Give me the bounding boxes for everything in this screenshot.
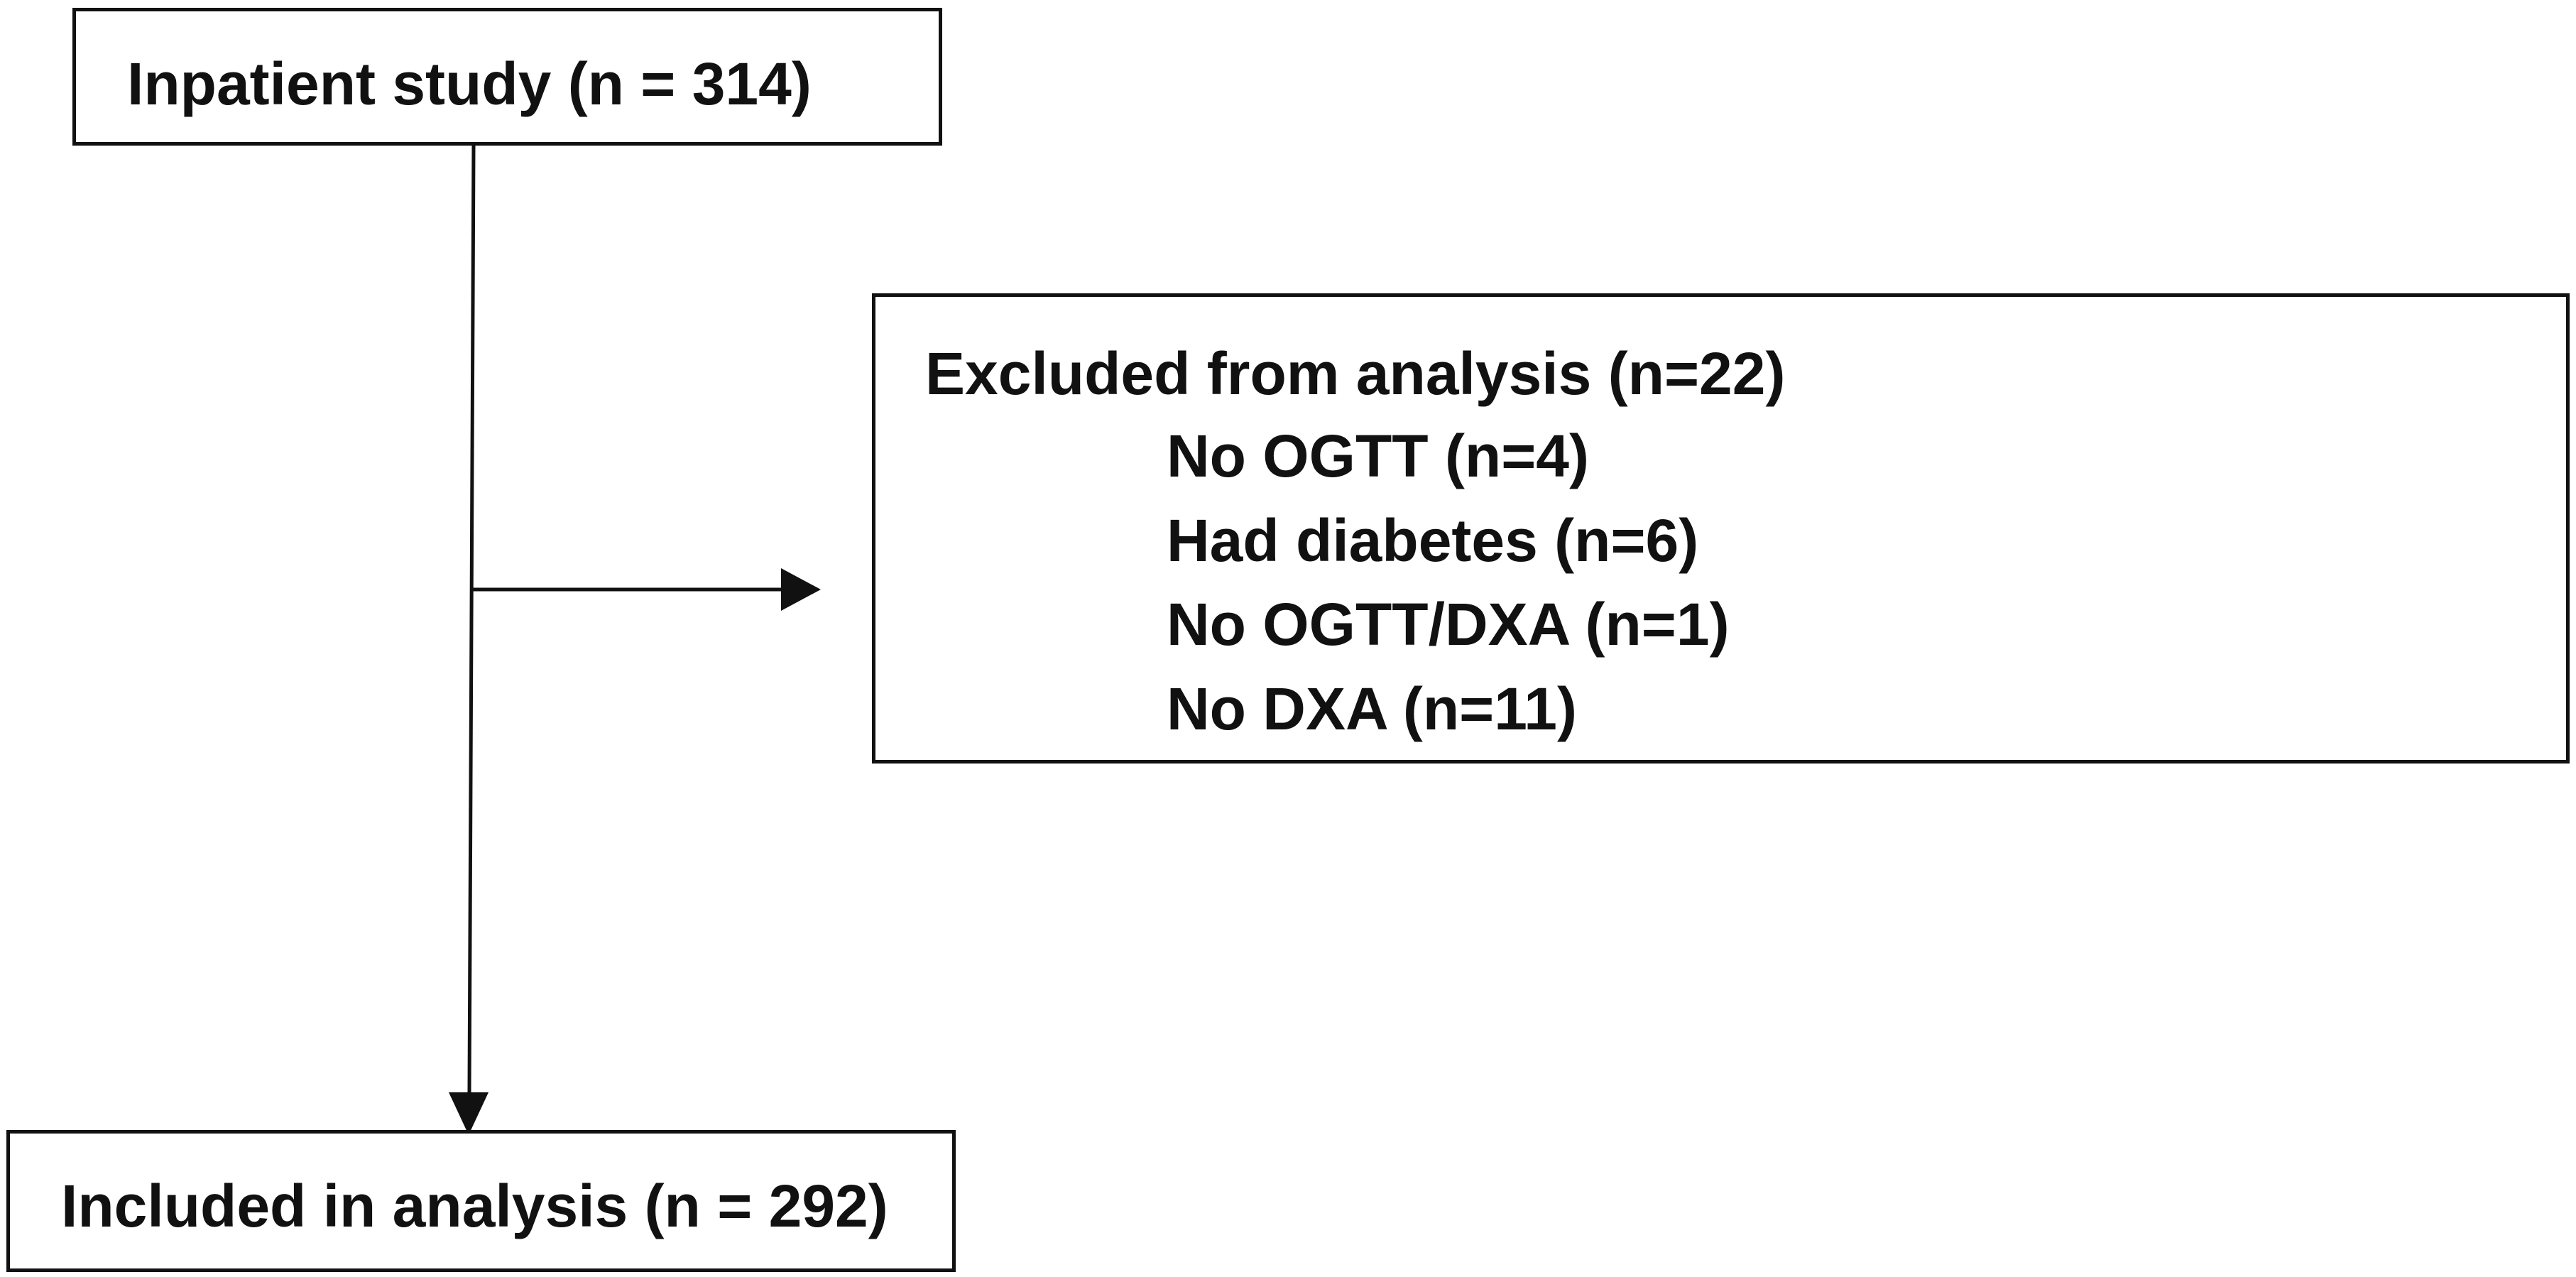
exclusion-reason-no-ogtt-dxa: No OGTT/DXA (n=1) [1167, 591, 1730, 658]
exclusion-reason-had-diabetes: Had diabetes (n=6) [1167, 507, 1699, 574]
exclusion-branch-arrow [471, 568, 821, 611]
exclusion-reason-no-ogtt: No OGTT (n=4) [1167, 423, 1589, 489]
excluded-title: Excluded from analysis (n=22) [925, 340, 1786, 407]
exclusion-reason-no-dxa: No DXA (n=11) [1167, 675, 1577, 742]
included-label: Included in analysis (n = 292) [61, 1173, 888, 1239]
excluded-box: Excluded from analysis (n=22) No OGTT (n… [872, 293, 2570, 764]
inpatient-study-label: Inpatient study (n = 314) [127, 50, 812, 117]
main-vertical-arrow [449, 145, 489, 1135]
included-box: Included in analysis (n = 292) [6, 1130, 956, 1272]
inpatient-study-box: Inpatient study (n = 314) [72, 8, 942, 146]
